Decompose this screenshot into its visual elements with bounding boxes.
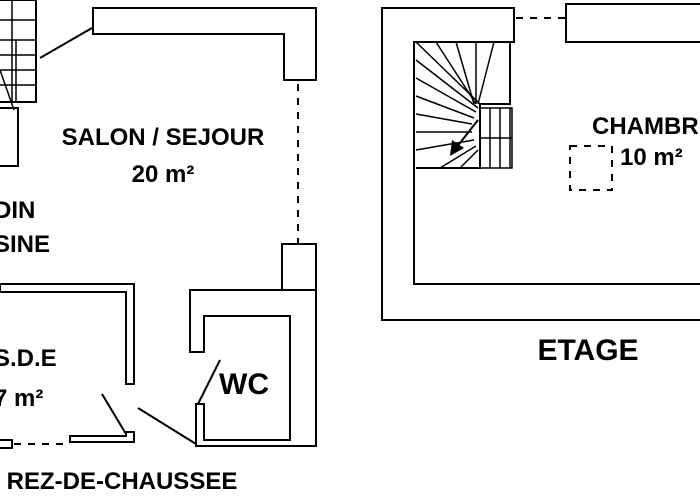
sde-bottom-left-stub (0, 439, 13, 449)
salon-top-wall (92, 7, 317, 81)
chambre-name: CHAMBRE (592, 113, 700, 140)
sde-name: S.D.E (0, 345, 57, 372)
dining-name-line2: SINE (0, 231, 50, 258)
ground-floor-window (39, 27, 93, 59)
wc-name: WC (219, 368, 269, 401)
etage-top-right-wall (565, 3, 700, 43)
ground-floor-plan: SALON / SEJOUR 20 m² DIN SINE S.D.E 7 m²… (0, 0, 317, 495)
ground-floor-stair (0, 0, 37, 167)
sde-top-wall (0, 283, 135, 385)
salon-name: SALON / SEJOUR (62, 124, 265, 151)
wc-door (197, 359, 221, 405)
sde-door (101, 393, 127, 435)
etage-staircase (415, 41, 513, 169)
dining-name-line1: DIN (0, 197, 35, 224)
etage-outer-wall (381, 7, 700, 321)
salon-right-pillar (281, 243, 317, 291)
wc-wall (189, 289, 317, 447)
ground-floor-title: REZ-DE-CHAUSSEE (7, 468, 238, 495)
chambre-dashed-outline (569, 145, 613, 191)
upper-floor-plan: CHAMBRE 10 m² ETAGE (381, 3, 700, 367)
upper-floor-title: ETAGE (537, 334, 638, 367)
sde-wc-connector (137, 407, 197, 445)
sde-area: 7 m² (0, 385, 43, 412)
sde-bottom-wall (69, 431, 135, 443)
salon-area: 20 m² (132, 161, 195, 188)
chambre-area: 10 m² (620, 144, 683, 171)
